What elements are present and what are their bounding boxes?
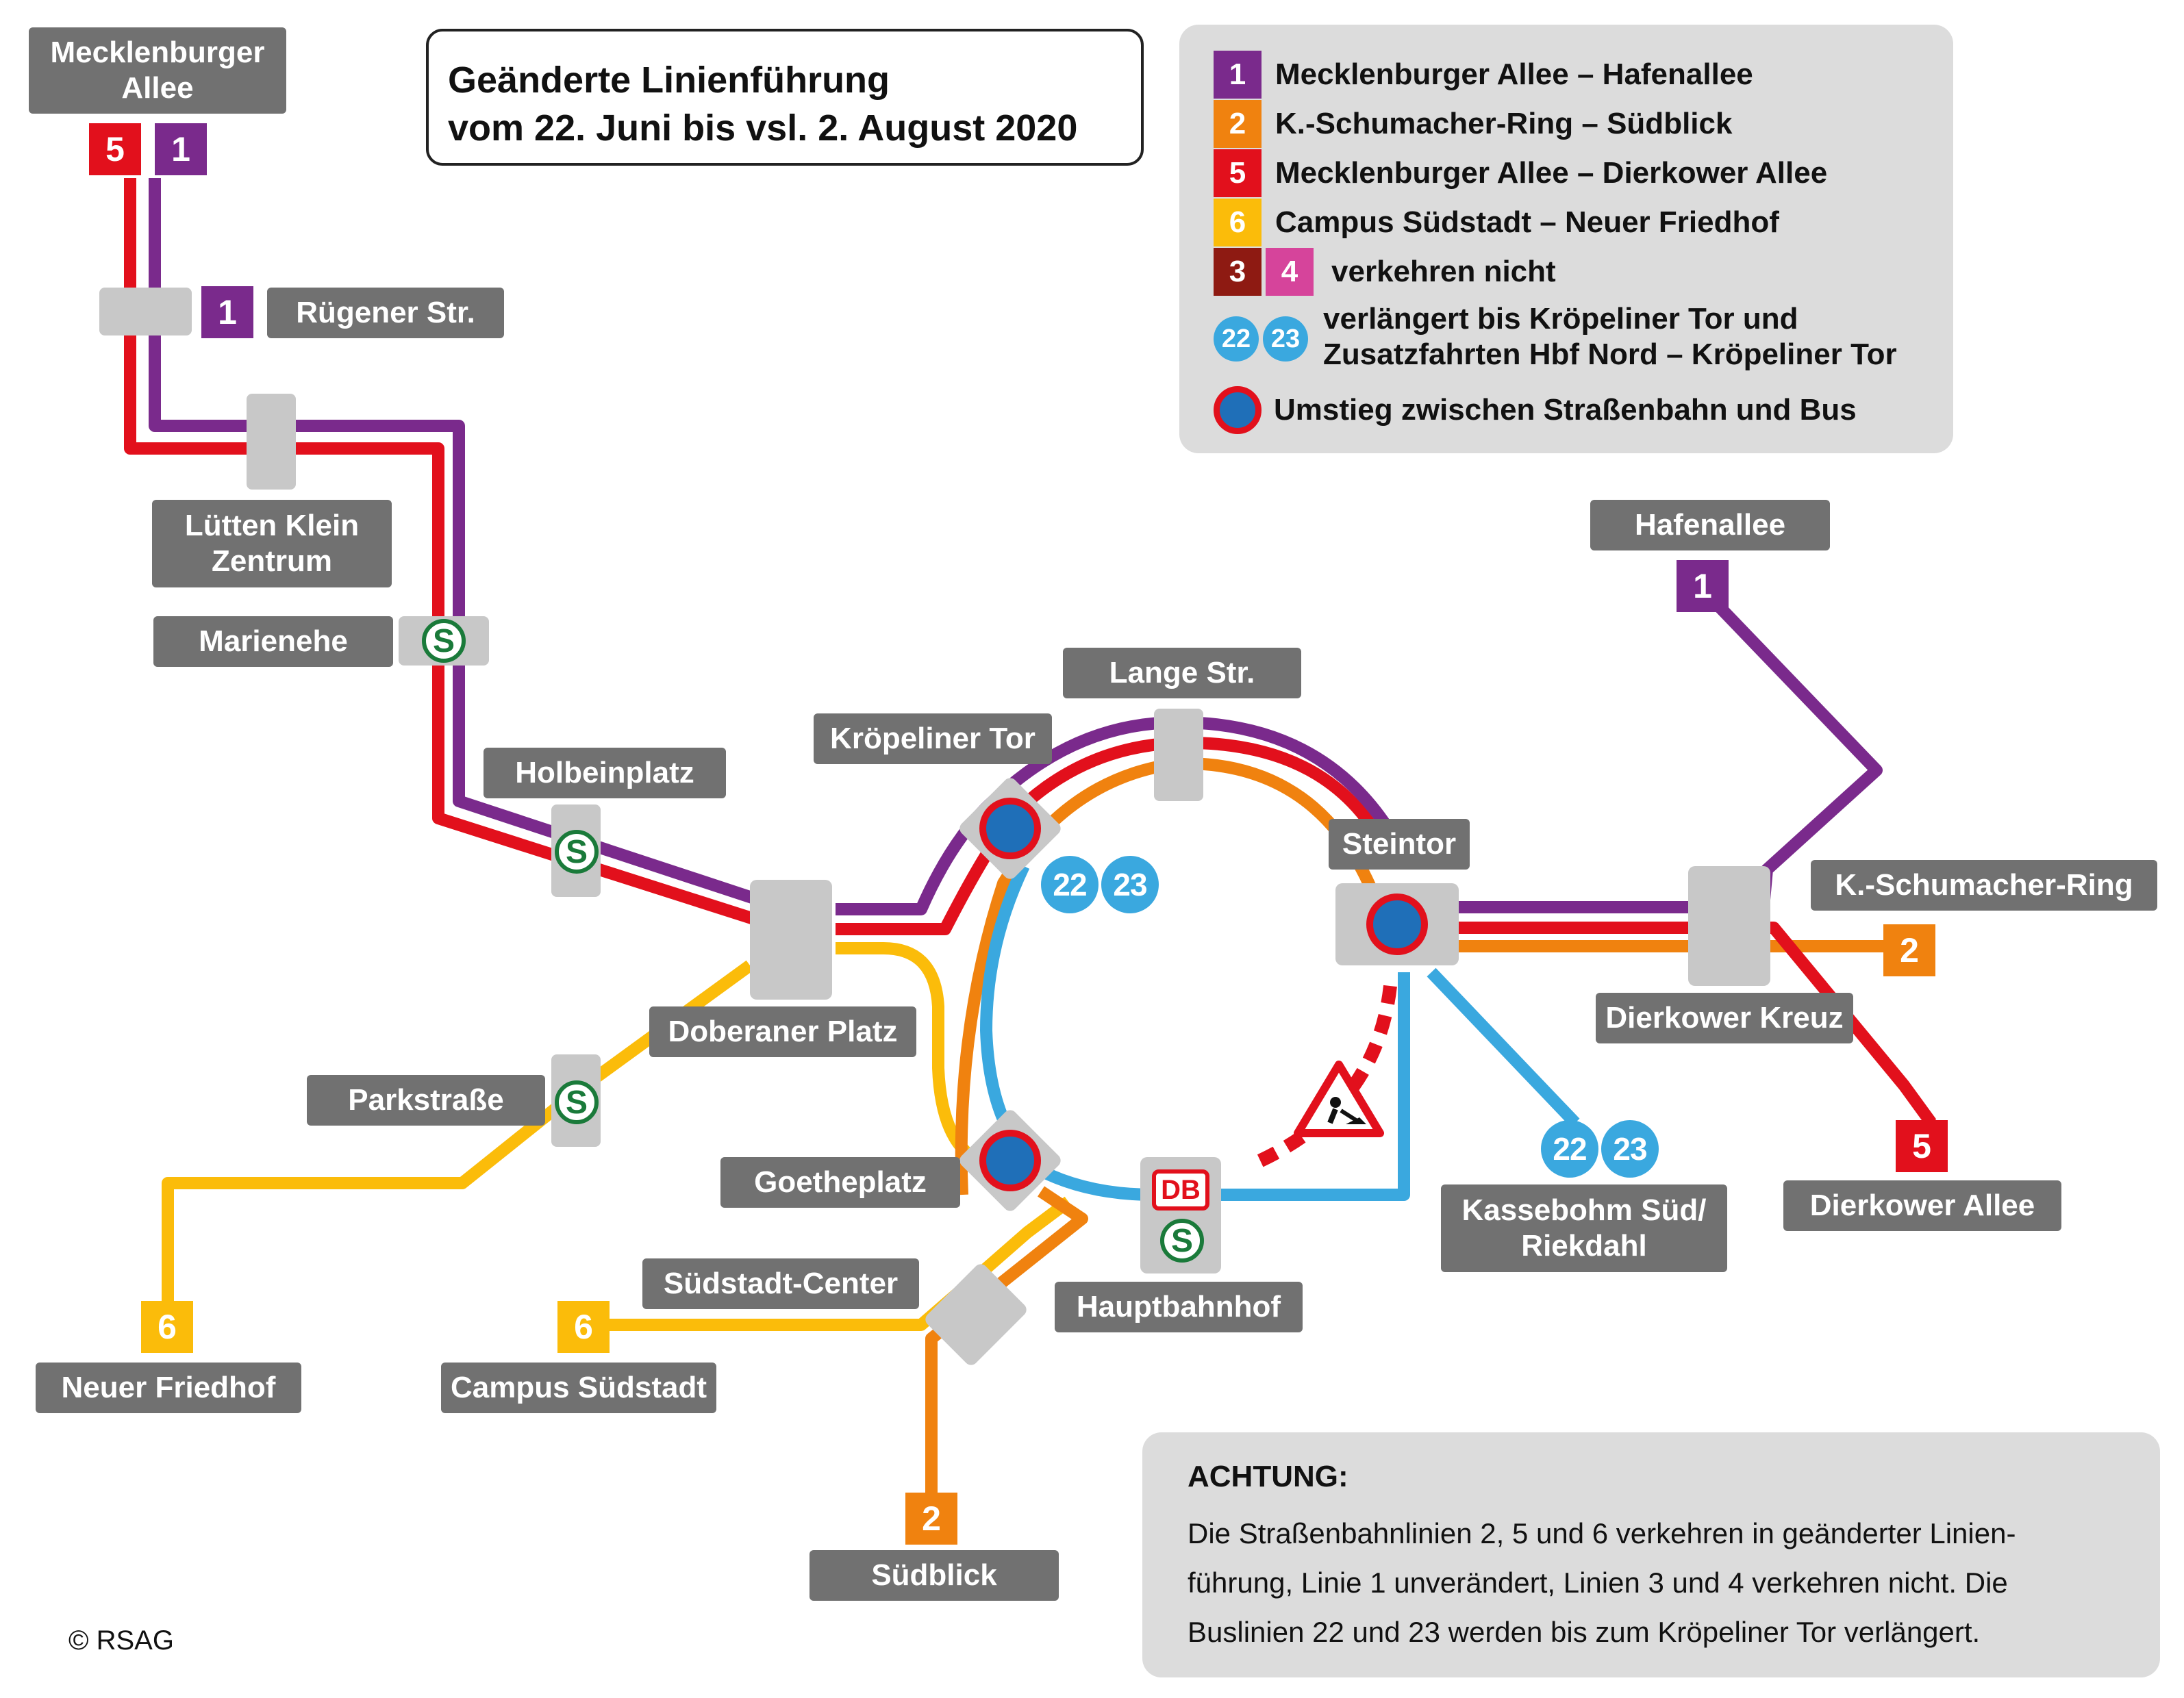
legend-badge-2: 2 xyxy=(1214,100,1262,148)
legend-transfer-text: Umstieg zwischen Straßenbahn und Bus xyxy=(1274,393,1857,427)
line-badge-1-ruegener: 1 xyxy=(201,286,253,338)
legend-bus-23: 23 xyxy=(1263,316,1308,362)
legend-panel: 1 Mecklenburger Allee – Hafenallee 2 K.-… xyxy=(1179,25,1953,453)
legend-badge-3: 3 xyxy=(1214,248,1262,296)
station-box-dierkower-kreuz xyxy=(1688,866,1770,986)
station-label-hauptbahnhof: Hauptbahnhof xyxy=(1055,1282,1303,1332)
station-boxes xyxy=(99,288,1770,1365)
station-label-steintor: Steintor xyxy=(1329,819,1470,870)
transfer-symbols xyxy=(979,798,1428,1191)
sbahn-icon-hauptbahnhof: S xyxy=(1160,1219,1204,1263)
legend-row-line-1: 1 Mecklenburger Allee – Hafenallee xyxy=(1214,51,1753,99)
station-label-parkstrasse: Parkstraße xyxy=(307,1075,545,1126)
notice-title: ACHTUNG: xyxy=(1188,1460,1348,1493)
station-box-doberaner xyxy=(750,880,832,1000)
legend-text-line-5: Mecklenburger Allee – Dierkower Allee xyxy=(1275,156,1828,190)
transfer-icon-kroepeliner xyxy=(979,798,1041,859)
legend-row-transfer: Umstieg zwischen Straßenbahn und Bus xyxy=(1214,386,1857,434)
station-label-suedstadt-center: Südstadt-Center xyxy=(642,1258,919,1309)
station-label-dierkower-allee: Dierkower Allee xyxy=(1783,1180,2061,1231)
title-line-1: Geänderte Linienführung xyxy=(448,60,890,101)
title-box: Geänderte Linienführung vom 22. Juni bis… xyxy=(426,29,1144,166)
station-label-marienehe: Marienehe xyxy=(153,616,393,667)
notice-panel: ACHTUNG: Die Straßenbahnlinien 2, 5 und … xyxy=(1142,1432,2160,1677)
transfer-icon-goetheplatz xyxy=(979,1130,1041,1191)
construction-dashed-route xyxy=(1250,985,1397,1171)
legend-row-bus: 22 23 verlängert bis Kröpeliner Tor und … xyxy=(1214,301,1897,372)
legend-bus-22: 22 xyxy=(1214,316,1259,362)
legend-row-line-5: 5 Mecklenburger Allee – Dierkower Allee xyxy=(1214,149,1827,197)
legend-badge-6: 6 xyxy=(1214,199,1262,246)
station-label-kassebohm: Kassebohm Süd/ Riekdahl xyxy=(1441,1184,1727,1272)
line-badge-6-neuer-friedhof: 6 xyxy=(141,1301,193,1353)
db-icon-hauptbahnhof: DB xyxy=(1152,1169,1209,1211)
station-label-lange-str: Lange Str. xyxy=(1063,648,1301,698)
legend-row-line-2: 2 K.-Schumacher-Ring – Südblick xyxy=(1214,100,1732,148)
sbahn-icon-holbeinplatz: S xyxy=(555,830,599,874)
station-label-luetten-klein: Lütten Klein Zentrum xyxy=(152,500,392,587)
transfer-icon xyxy=(1214,386,1262,434)
station-label-suedblick: Südblick xyxy=(809,1550,1059,1601)
construction-warning-icon xyxy=(1294,1061,1384,1137)
line-badge-5-dierkower-allee: 5 xyxy=(1896,1120,1948,1172)
station-label-goetheplatz: Goetheplatz xyxy=(720,1157,960,1208)
legend-bus-text-2: Zusatzfahrten Hbf Nord – Kröpeliner Tor xyxy=(1323,338,1897,371)
bus-badge-22-kassebohm: 22 xyxy=(1541,1120,1598,1178)
line-badge-6-campus: 6 xyxy=(557,1301,610,1353)
bus-badge-23-ring: 23 xyxy=(1101,856,1159,913)
line-badge-5-mecklenburger: 5 xyxy=(89,123,141,175)
legend-text-line-1: Mecklenburger Allee – Hafenallee xyxy=(1275,58,1753,91)
line-badge-2-suedblick: 2 xyxy=(905,1493,957,1545)
legend-badge-4: 4 xyxy=(1266,248,1314,296)
legend-text-line-6: Campus Südstadt – Neuer Friedhof xyxy=(1275,205,1779,239)
copyright: © RSAG xyxy=(68,1625,174,1656)
station-box-lange xyxy=(1154,709,1203,801)
station-label-ruegener-str: Rügener Str. xyxy=(267,288,504,338)
line-badge-1-mecklenburger: 1 xyxy=(155,123,207,175)
bus-badge-22-ring: 22 xyxy=(1041,856,1099,913)
station-label-kroepeliner-tor: Kröpeliner Tor xyxy=(814,713,1052,764)
station-label-hafenallee: Hafenallee xyxy=(1590,500,1830,550)
station-label-doberaner-platz: Doberaner Platz xyxy=(649,1006,916,1057)
transfer-icon-steintor xyxy=(1366,894,1428,955)
station-box-luetten-klein xyxy=(247,394,296,490)
legend-text-line-3-4: verkehren nicht xyxy=(1331,255,1556,288)
bus-22-23-route xyxy=(980,863,1580,1201)
station-box-suedstadt-center xyxy=(925,1264,1027,1365)
station-label-dierkower-kreuz: Dierkower Kreuz xyxy=(1596,993,1853,1043)
legend-text-line-2: K.-Schumacher-Ring – Südblick xyxy=(1275,107,1733,140)
station-label-k-schumacher-ring: K.-Schumacher-Ring xyxy=(1811,860,2157,911)
station-label-mecklenburger-allee: Mecklenburger Allee xyxy=(29,27,286,114)
line-badge-2-k-schumacher: 2 xyxy=(1883,924,1935,976)
station-box-ruegener xyxy=(99,288,192,335)
title-line-2: vom 22. Juni bis vsl. 2. August 2020 xyxy=(448,107,1078,149)
legend-badge-1: 1 xyxy=(1214,51,1262,99)
station-label-campus-suedstadt: Campus Südstadt xyxy=(441,1363,716,1413)
legend-row-line-3-4: 3 4 verkehren nicht xyxy=(1214,248,1556,296)
notice-text: Die Straßenbahnlinien 2, 5 und 6 verkehr… xyxy=(1188,1517,2016,1648)
legend-badge-5: 5 xyxy=(1214,149,1262,197)
line-badge-1-hafenallee: 1 xyxy=(1677,560,1729,612)
line-6-route xyxy=(162,942,1072,1331)
bus-badge-23-kassebohm: 23 xyxy=(1601,1120,1659,1178)
sbahn-icon-parkstrasse: S xyxy=(555,1080,599,1124)
station-label-holbeinplatz: Holbeinplatz xyxy=(484,748,726,798)
sbahn-icon-marienehe: S xyxy=(422,619,466,663)
legend-bus-text-1: verlängert bis Kröpeliner Tor und xyxy=(1323,302,1798,335)
legend-row-line-6: 6 Campus Südstadt – Neuer Friedhof xyxy=(1214,199,1779,246)
station-label-neuer-friedhof: Neuer Friedhof xyxy=(36,1363,301,1413)
